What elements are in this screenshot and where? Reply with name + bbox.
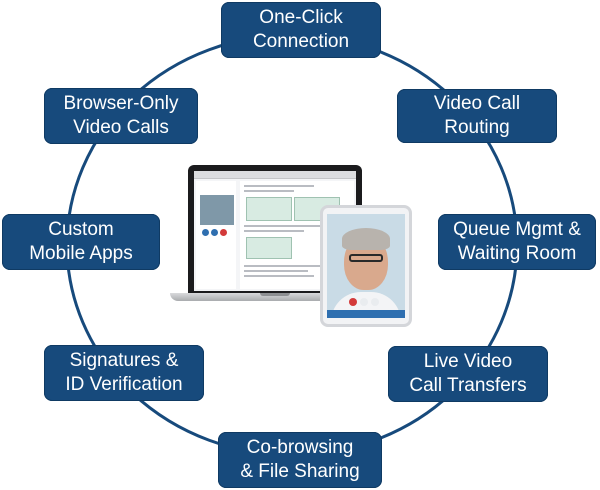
feature-label: Co-browsing & File Sharing [240, 437, 360, 482]
camera-icon [211, 229, 218, 236]
person-glasses [349, 254, 383, 262]
video-toggle-icon [371, 298, 379, 306]
feature-label: Browser-Only Video Calls [63, 93, 179, 138]
tablet-video-call [327, 214, 405, 318]
laptop-notch [260, 293, 290, 296]
feature-label: Queue Mgmt & Waiting Room [453, 219, 581, 264]
feature-queue-mgmt: Queue Mgmt & Waiting Room [438, 214, 596, 270]
tablet-illustration [320, 205, 412, 327]
feature-browser-only-video-calls: Browser-Only Video Calls [44, 88, 198, 144]
feature-one-click-connection: One-Click Connection [221, 2, 381, 58]
mic-icon [202, 229, 209, 236]
laptop-base [170, 293, 380, 301]
feature-label: Video Call Routing [433, 93, 521, 138]
mini-video-thumbnail [200, 195, 234, 225]
feature-label: Live Video Call Transfers [409, 351, 527, 396]
caller-name-bar [327, 310, 405, 318]
mute-icon [360, 298, 368, 306]
browser-bar [194, 171, 356, 179]
feature-label: Custom Mobile Apps [29, 219, 133, 264]
feature-label: Signatures & ID Verification [65, 350, 183, 395]
hangup-icon [220, 229, 227, 236]
person-hair [342, 228, 390, 250]
feature-co-browsing: Co-browsing & File Sharing [218, 432, 382, 488]
feature-video-call-routing: Video Call Routing [397, 89, 557, 143]
feature-signatures-id-verification: Signatures & ID Verification [44, 345, 204, 401]
end-call-icon [349, 298, 357, 306]
video-side-panel [196, 181, 236, 289]
feature-label: One-Click Connection [252, 7, 350, 52]
feature-custom-mobile-apps: Custom Mobile Apps [2, 214, 160, 270]
feature-live-video-call-transfers: Live Video Call Transfers [388, 346, 548, 402]
